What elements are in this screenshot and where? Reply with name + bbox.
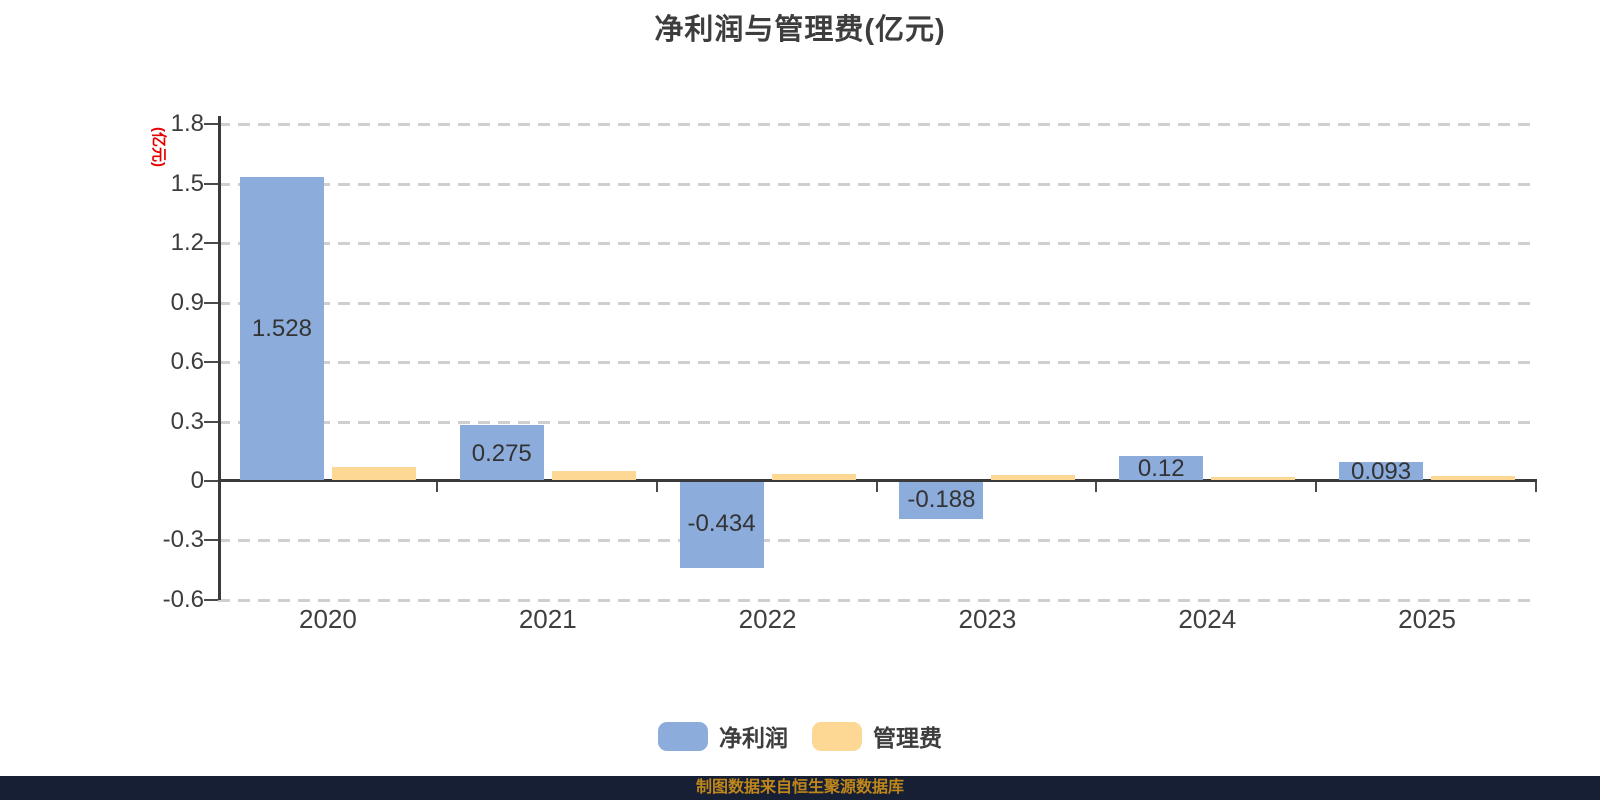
- y-tick-label: -0.3: [162, 526, 204, 554]
- bar-net-profit-2021: [459, 425, 544, 480]
- x-axis-line: [218, 479, 1537, 482]
- bar-value-label: -0.434: [687, 510, 756, 538]
- legend: 净利润 管理费: [0, 719, 1600, 753]
- bar-value-label: 1.528: [251, 315, 312, 343]
- bar-mgmt-fee-2023: [991, 474, 1076, 480]
- gridline: [218, 539, 1537, 543]
- y-tick-label: 0: [190, 467, 204, 494]
- mgmt-fee-swatch: [812, 721, 862, 751]
- x-axis-label-2020: 2020: [298, 604, 357, 634]
- x-axis-tick: [1315, 482, 1318, 492]
- bar-net-profit-2023: [899, 482, 984, 520]
- bar-value-label: 0.12: [1137, 455, 1185, 483]
- y-axis-tick: [204, 480, 218, 482]
- gridline: [218, 598, 1537, 602]
- legend-label-mgmt-fee: 管理费: [873, 725, 942, 751]
- x-axis-tick: [435, 482, 438, 492]
- y-tick-label: 0.6: [170, 348, 204, 375]
- x-axis-label-2024: 2024: [1178, 604, 1237, 634]
- y-axis-tick: [204, 123, 218, 125]
- legend-item-mgmt-fee: 管理费: [812, 719, 942, 753]
- bar-mgmt-fee-2025: [1431, 476, 1516, 480]
- gridline: [218, 242, 1537, 245]
- net-profit-swatch: [658, 721, 708, 751]
- y-tick-label: 1.5: [170, 169, 204, 197]
- bar-mgmt-fee-2020: [331, 466, 416, 480]
- bar-net-profit-2025: [1339, 461, 1424, 480]
- x-axis-label-2021: 2021: [518, 604, 577, 634]
- bar-value-label: 0.275: [471, 439, 532, 467]
- gridline: [218, 123, 1537, 126]
- x-axis-tick: [1535, 482, 1537, 492]
- bar-mgmt-fee-2021: [551, 470, 636, 480]
- y-tick-label: -0.6: [162, 585, 204, 613]
- gridline: [218, 182, 1537, 186]
- y-tick-label: 0.3: [170, 407, 204, 435]
- x-axis-label-2022: 2022: [738, 604, 797, 634]
- y-axis-tick: [204, 420, 218, 423]
- chart-title: 净利润与管理费(亿元): [654, 14, 946, 46]
- x-axis-tick: [875, 482, 878, 492]
- bar-value-label: -0.188: [907, 485, 976, 513]
- bar-net-profit-2022: [679, 482, 764, 569]
- y-tick-label: 0.9: [170, 288, 204, 316]
- y-tick-label: 1.2: [170, 229, 204, 256]
- x-axis-tick: [655, 482, 658, 492]
- legend-label-net-profit: 净利润: [719, 725, 788, 751]
- y-axis-tick: [204, 539, 218, 542]
- gridline: [218, 301, 1537, 305]
- y-axis-tick: [204, 598, 218, 601]
- y-axis-tick: [204, 361, 218, 363]
- gridline: [218, 420, 1537, 424]
- legend-item-net-profit: 净利润: [658, 719, 788, 753]
- bar-net-profit-2024: [1119, 456, 1204, 480]
- data-source-text: 制图数据来自恒生聚源数据库: [695, 779, 904, 796]
- bar-mgmt-fee-2022: [771, 473, 856, 480]
- y-axis-tick: [204, 301, 218, 304]
- x-axis-label-2023: 2023: [958, 604, 1017, 634]
- y-axis-line: [218, 116, 221, 600]
- gridline: [218, 361, 1537, 364]
- x-axis-label-2025: 2025: [1398, 604, 1456, 634]
- y-axis-tick: [204, 242, 218, 244]
- y-tick-label: 1.8: [170, 110, 204, 137]
- bar-value-label: 0.093: [1351, 457, 1412, 485]
- y-axis-tick: [204, 182, 218, 185]
- x-axis-tick: [1095, 482, 1098, 492]
- bar-net-profit-2020: [239, 176, 324, 480]
- source-bar: 制图数据来自恒生聚源数据库: [0, 776, 1600, 800]
- bar-mgmt-fee-2024: [1211, 476, 1296, 480]
